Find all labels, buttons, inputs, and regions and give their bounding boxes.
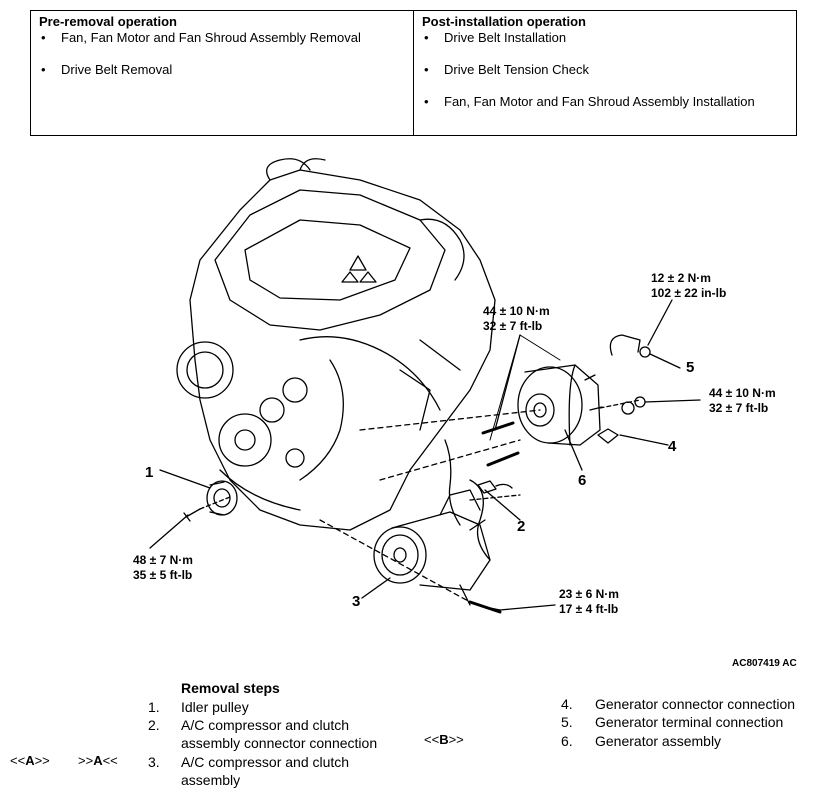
callout-5: 5 xyxy=(686,359,695,376)
terminal-nut-lower xyxy=(634,396,646,408)
torque-imperial: 17 ± 4 ft-lb xyxy=(559,602,619,616)
brand-emblem xyxy=(341,255,377,283)
leader-1 xyxy=(159,469,211,489)
leader-t5 xyxy=(499,604,556,611)
mark-bracket: >> xyxy=(448,732,464,747)
step-text: Generator assembly xyxy=(595,733,722,749)
step-number: 2. xyxy=(148,717,160,733)
step-text: A/C compressor and clutch assembly conne… xyxy=(181,717,378,751)
pre-removal-list: Fan, Fan Motor and Fan Shroud Assembly R… xyxy=(39,30,405,78)
leader-4 xyxy=(619,434,669,446)
leader-t3 xyxy=(644,399,701,403)
procedure-mark-a-removal: <<A>> xyxy=(10,753,50,768)
list-item: Fan, Fan Motor and Fan Shroud Assembly R… xyxy=(39,30,405,46)
step-number: 4. xyxy=(561,696,573,712)
callout-2: 2 xyxy=(517,518,526,535)
mark-bracket: >> xyxy=(34,753,50,768)
engine-illustration: 12 ± 2 N·m 102 ± 22 in-lb 44 ± 10 N·m 32… xyxy=(0,140,822,670)
list-item: Drive Belt Tension Check xyxy=(422,62,788,78)
step-text: Generator connector connection xyxy=(595,696,796,712)
procedure-mark-a-installation: >>A<< xyxy=(78,753,118,768)
torque-compressor-bolt: 23 ± 6 N·m 17 ± 4 ft-lb xyxy=(559,587,619,617)
terminal-cable xyxy=(609,334,641,356)
step-number: 1. xyxy=(148,699,160,715)
idler-pulley xyxy=(206,480,238,516)
torque-imperial: 102 ± 22 in-lb xyxy=(651,286,727,300)
ac-compressor-clutch xyxy=(373,526,427,584)
torque-terminal-nut: 12 ± 2 N·m 102 ± 22 in-lb xyxy=(651,271,726,301)
crank-pulley xyxy=(176,341,234,399)
post-installation-column: Post-installation operation Drive Belt I… xyxy=(413,11,796,135)
torque-metric: 44 ± 10 N·m xyxy=(709,386,776,400)
list-item: Drive Belt Removal xyxy=(39,62,405,78)
generator-bolt-upper xyxy=(481,421,515,435)
torque-metric: 44 ± 10 N·m xyxy=(483,304,550,318)
idler-bolt xyxy=(183,508,201,522)
step-number: 6. xyxy=(561,733,573,749)
generator-connector xyxy=(597,428,619,444)
mark-letter: A xyxy=(25,753,35,768)
callout-1: 1 xyxy=(145,464,154,481)
torque-metric: 48 ± 7 N·m xyxy=(133,553,193,567)
list-item: Drive Belt Installation xyxy=(422,30,788,46)
leader-6 xyxy=(564,429,583,471)
list-item: Fan, Fan Motor and Fan Shroud Assembly I… xyxy=(422,94,788,110)
leader-5 xyxy=(649,353,681,369)
mark-letter: A xyxy=(93,753,103,768)
step-text: Generator terminal connection xyxy=(595,714,784,730)
callout-3: 3 xyxy=(352,593,361,610)
procedure-mark-b-removal: <<B>> xyxy=(424,732,464,747)
engine-drawing xyxy=(149,158,701,614)
torque-metric: 12 ± 2 N·m xyxy=(651,271,711,285)
pre-removal-heading: Pre-removal operation xyxy=(39,14,177,29)
generator-assembly xyxy=(517,366,583,444)
post-installation-heading: Post-installation operation xyxy=(422,14,586,29)
step-number: 3. xyxy=(148,754,160,770)
torque-imperial: 32 ± 7 ft-lb xyxy=(709,401,769,415)
leader-2 xyxy=(484,489,521,521)
engine-block xyxy=(189,169,496,531)
mark-bracket: >> xyxy=(78,753,94,768)
intake-cover xyxy=(214,189,446,331)
torque-generator-upper: 44 ± 10 N·m 32 ± 7 ft-lb xyxy=(483,304,550,334)
generator-bolt-lower xyxy=(486,451,520,467)
step-text: Idler pulley xyxy=(181,699,249,715)
ac-connector xyxy=(477,480,513,494)
pre-removal-column: Pre-removal operation Fan, Fan Motor and… xyxy=(31,11,413,135)
callout-4: 4 xyxy=(668,438,677,455)
leader-t1 xyxy=(647,299,673,346)
removal-steps-title: Removal steps xyxy=(181,680,280,696)
terminal-nut xyxy=(639,346,651,358)
torque-generator-nut: 44 ± 10 N·m 32 ± 7 ft-lb xyxy=(709,386,776,416)
mark-bracket: << xyxy=(424,732,440,747)
leader-3 xyxy=(361,577,391,599)
operations-table: Pre-removal operation Fan, Fan Motor and… xyxy=(30,10,797,136)
step-text: A/C compressor and clutch assembly xyxy=(181,754,350,788)
step-number: 5. xyxy=(561,714,573,730)
mark-bracket: << xyxy=(10,753,26,768)
torque-idler-bolt: 48 ± 7 N·m 35 ± 5 ft-lb xyxy=(133,553,193,583)
leader-t4 xyxy=(149,514,189,549)
mark-bracket: << xyxy=(102,753,118,768)
torque-imperial: 32 ± 7 ft-lb xyxy=(483,319,543,333)
torque-imperial: 35 ± 5 ft-lb xyxy=(133,568,193,582)
torque-metric: 23 ± 6 N·m xyxy=(559,587,619,601)
callout-6: 6 xyxy=(578,472,587,489)
figure-code: AC807419 AC xyxy=(732,658,797,669)
post-installation-list: Drive Belt Installation Drive Belt Tensi… xyxy=(422,30,788,110)
mark-letter: B xyxy=(439,732,449,747)
